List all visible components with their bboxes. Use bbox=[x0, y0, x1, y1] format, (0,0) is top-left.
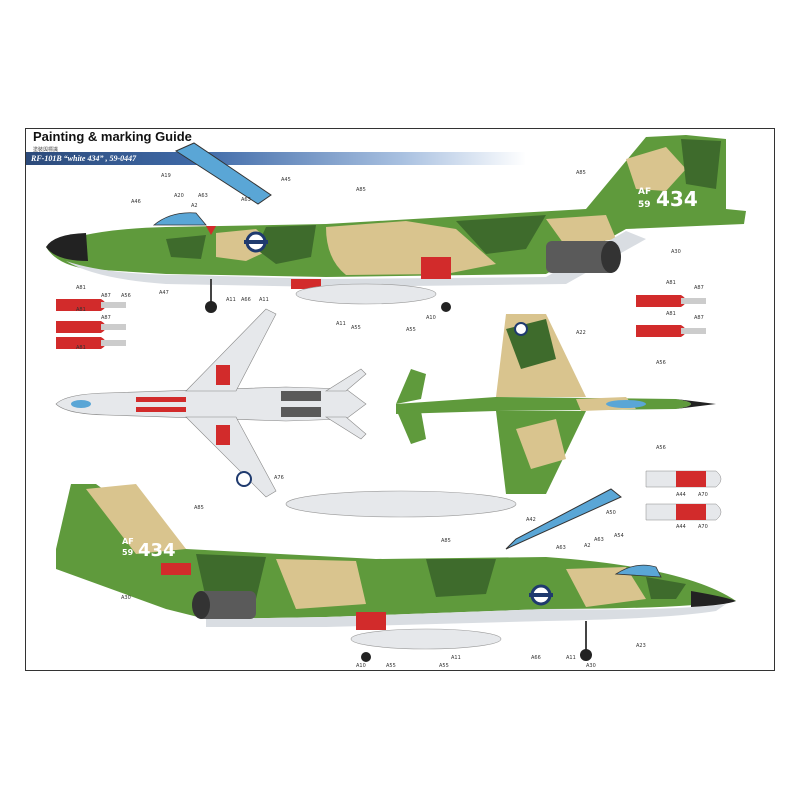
part-callout: A11 bbox=[336, 321, 346, 327]
part-callout: A66 bbox=[241, 297, 251, 303]
part-callout: A85 bbox=[441, 538, 451, 544]
part-callout: A76 bbox=[274, 475, 284, 481]
part-callout: A11 bbox=[226, 297, 236, 303]
top-view bbox=[396, 314, 716, 494]
part-callout: A56 bbox=[656, 360, 666, 366]
part-callout: A55 bbox=[439, 663, 449, 669]
part-callout: A85 bbox=[194, 505, 204, 511]
part-callout: A20 bbox=[174, 193, 184, 199]
part-callout: A44 bbox=[676, 492, 686, 498]
part-callout: A70 bbox=[698, 492, 708, 498]
part-callout: A87 bbox=[101, 315, 111, 321]
part-callout: A87 bbox=[101, 293, 111, 299]
part-callout: A11 bbox=[451, 655, 461, 661]
part-callout: A81 bbox=[666, 311, 676, 317]
part-callout: A30 bbox=[586, 663, 596, 669]
profile-artwork: AF 59 434 bbox=[46, 135, 746, 669]
part-callout: A81 bbox=[76, 345, 86, 351]
part-callout: A44 bbox=[676, 524, 686, 530]
ordnance-right bbox=[636, 295, 706, 337]
part-callout: A55 bbox=[386, 663, 396, 669]
part-callout: A42 bbox=[526, 517, 536, 523]
part-callout: A81 bbox=[76, 285, 86, 291]
part-callout: A30 bbox=[121, 595, 131, 601]
part-callout: A56 bbox=[656, 445, 666, 451]
part-callout: A87 bbox=[694, 285, 704, 291]
rockets-right bbox=[645, 470, 722, 521]
part-callout: A10 bbox=[356, 663, 366, 669]
part-callout: A2 bbox=[584, 543, 591, 549]
tail-af-top: AF bbox=[638, 187, 651, 197]
part-callout: A87 bbox=[694, 315, 704, 321]
part-callout: A10 bbox=[426, 315, 436, 321]
part-callout: A55 bbox=[351, 325, 361, 331]
title-band bbox=[26, 152, 526, 165]
side-profile-left: AF 59 434 bbox=[46, 135, 746, 313]
ordnance-left bbox=[56, 299, 126, 349]
part-callout: A22 bbox=[576, 330, 586, 336]
part-callout: A85 bbox=[576, 170, 586, 176]
part-callout: A45 bbox=[281, 177, 291, 183]
part-callout: A85 bbox=[356, 187, 366, 193]
part-callout: A66 bbox=[531, 655, 541, 661]
part-callout: A55 bbox=[406, 327, 416, 333]
part-callout: A47 bbox=[159, 290, 169, 296]
guide-title: Painting & marking Guide bbox=[33, 129, 192, 144]
part-callout: A23 bbox=[636, 643, 646, 649]
part-callout: A81 bbox=[666, 280, 676, 286]
side-profile-right: AF 59 434 bbox=[56, 484, 736, 662]
part-callout: A63 bbox=[594, 537, 604, 543]
part-callout: A46 bbox=[131, 199, 141, 205]
part-callout: A63 bbox=[556, 545, 566, 551]
part-callout: A2 bbox=[191, 203, 198, 209]
marking-guide-sheet: Painting & marking Guide 塗裝與標識 RF-101B “… bbox=[25, 128, 775, 671]
part-callout: A19 bbox=[161, 173, 171, 179]
part-callout: A11 bbox=[566, 655, 576, 661]
part-callout: A50 bbox=[606, 510, 616, 516]
tail-af-bottom: AF bbox=[122, 537, 134, 546]
part-callout: A70 bbox=[698, 524, 708, 530]
tail-year-top: 59 bbox=[638, 200, 651, 210]
part-callout: A81 bbox=[76, 307, 86, 313]
tail-number-bottom: 434 bbox=[138, 540, 176, 561]
tail-year-bottom: 59 bbox=[122, 548, 134, 557]
under-view bbox=[55, 308, 367, 498]
part-callout: A56 bbox=[121, 293, 131, 299]
drop-tank bbox=[285, 490, 517, 518]
part-callout: A54 bbox=[614, 533, 624, 539]
aircraft-designation: RF-101B “white 434” , 59-0447 bbox=[31, 154, 137, 163]
part-callout: A63 bbox=[241, 197, 251, 203]
guide-subtitle-cn: 塗裝與標識 bbox=[33, 147, 59, 153]
part-callout: A30 bbox=[671, 249, 681, 255]
tail-number-top: 434 bbox=[656, 187, 698, 211]
part-callout: A63 bbox=[198, 193, 208, 199]
part-callout: A11 bbox=[259, 297, 269, 303]
